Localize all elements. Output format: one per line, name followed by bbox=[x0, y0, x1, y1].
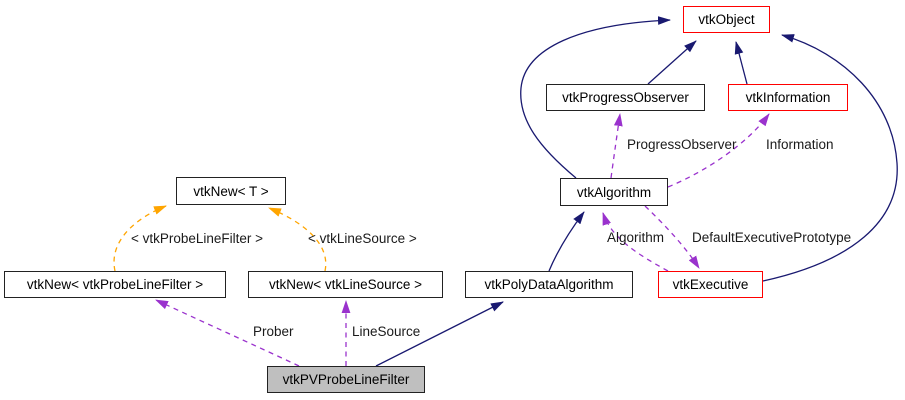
node-vtkobject[interactable]: vtkObject bbox=[683, 6, 770, 33]
node-vtkalgorithm[interactable]: vtkAlgorithm bbox=[560, 178, 668, 206]
edge-vtkpolydataalgorithm-to-vtkalgorithm bbox=[548, 211, 585, 272]
edge-vtkexecutive-to-vtkobject bbox=[762, 34, 898, 282]
node-vtknew-vtklinesource[interactable]: vtkNew< vtkLineSource > bbox=[248, 271, 443, 298]
edge-vtkexecutive-to-vtkalgorithm-algorithm bbox=[602, 212, 669, 272]
edge-vtknewprobelinefilter-to-vtknewt bbox=[113, 205, 167, 272]
edge-vtkprogressobserver-to-vtkobject bbox=[647, 40, 697, 85]
node-vtkpvprobelinefilter-current: vtkPVProbeLineFilter bbox=[267, 366, 425, 393]
node-vtkpolydataalgorithm[interactable]: vtkPolyDataAlgorithm bbox=[465, 271, 633, 298]
edge-vtkalgorithm-to-vtkprogressobserver bbox=[610, 113, 623, 179]
edge-label-defaultexecutiveprototype: DefaultExecutivePrototype bbox=[692, 230, 852, 245]
node-vtkexecutive[interactable]: vtkExecutive bbox=[658, 271, 763, 298]
node-vtkinformation[interactable]: vtkInformation bbox=[728, 84, 848, 111]
node-vtknew-vtkprobelinefilter[interactable]: vtkNew< vtkProbeLineFilter > bbox=[4, 271, 226, 298]
edge-label-progressobserver: ProgressObserver bbox=[627, 137, 737, 152]
edge-label-prober: Prober bbox=[253, 324, 294, 339]
edge-label-algorithm: Algorithm bbox=[607, 230, 665, 245]
edge-vtkalgorithm-to-vtkobject bbox=[520, 16, 671, 179]
node-vtknew-t[interactable]: vtkNew< T > bbox=[176, 177, 286, 205]
edge-vtkpvprobelinefilter-to-vtkpolydataalgorithm bbox=[375, 301, 504, 367]
edge-label-information: Information bbox=[766, 137, 834, 152]
edge-label-linesource: LineSource bbox=[352, 324, 421, 339]
edge-vtkinformation-to-vtkobject bbox=[734, 41, 748, 85]
edge-label-template-vtklinesource: < vtkLineSource > bbox=[308, 231, 417, 246]
edge-vtknewlinesource-to-vtknewt bbox=[268, 207, 327, 272]
edge-vtkpvprobelinefilter-to-vtknewprobelinefilter-prober bbox=[155, 299, 300, 367]
edge-label-template-vtkprobelinefilter: < vtkProbeLineFilter > bbox=[131, 231, 264, 246]
node-vtkprogressobserver[interactable]: vtkProgressObserver bbox=[546, 84, 705, 111]
edge-vtkalgorithm-to-vtkinformation bbox=[667, 113, 770, 188]
